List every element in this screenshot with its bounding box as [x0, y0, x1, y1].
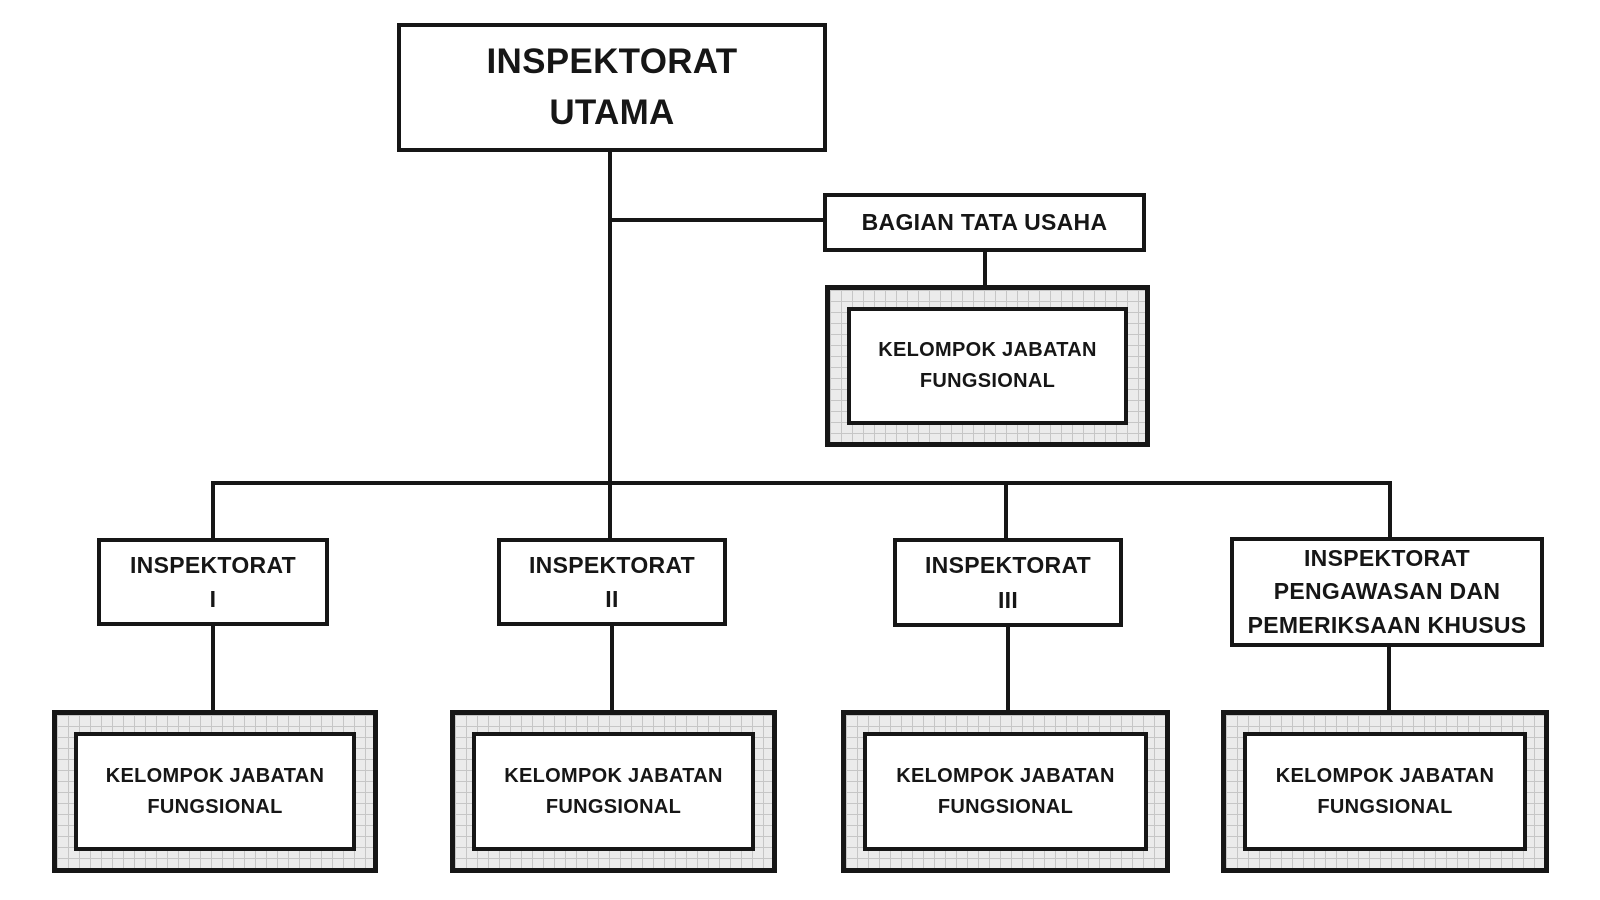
connector-rail-to-inspektorat-khusus	[1388, 481, 1392, 537]
node-kjf-inspektorat-3-label: KELOMPOK JABATAN FUNGSIONAL	[863, 732, 1148, 851]
node-inspektorat-1: INSPEKTORAT I	[97, 538, 329, 626]
node-kjf-inspektorat-2: KELOMPOK JABATAN FUNGSIONAL	[450, 710, 777, 873]
connector-inspektorat-khusus-to-kjf	[1387, 647, 1391, 710]
connector-inspektorat-2-to-kjf	[610, 626, 614, 710]
connector-rail-to-inspektorat-3	[1004, 481, 1008, 538]
connector-rail-to-inspektorat-1	[211, 481, 215, 538]
node-inspektorat-pengawasan-khusus: INSPEKTORAT PENGAWASAN DAN PEMERIKSAAN K…	[1230, 537, 1544, 647]
node-kjf-inspektorat-khusus-label: KELOMPOK JABATAN FUNGSIONAL	[1243, 732, 1527, 851]
node-kjf-inspektorat-1: KELOMPOK JABATAN FUNGSIONAL	[52, 710, 378, 873]
node-kjf-inspektorat-2-label: KELOMPOK JABATAN FUNGSIONAL	[472, 732, 755, 851]
node-inspektorat-3: INSPEKTORAT III	[893, 538, 1123, 627]
node-kjf-inspektorat-khusus: KELOMPOK JABATAN FUNGSIONAL	[1221, 710, 1549, 873]
connector-utama-to-rail	[608, 152, 612, 538]
connector-utama-to-tata-usaha	[608, 218, 825, 222]
node-inspektorat-2: INSPEKTORAT II	[497, 538, 727, 626]
connector-inspektorat-3-to-kjf	[1006, 627, 1010, 710]
node-kjf-tata-usaha-label: KELOMPOK JABATAN FUNGSIONAL	[847, 307, 1128, 425]
node-kjf-inspektorat-3: KELOMPOK JABATAN FUNGSIONAL	[841, 710, 1170, 873]
connector-inspektorat-1-to-kjf	[211, 626, 215, 710]
connector-horizontal-rail	[211, 481, 1392, 485]
connector-tata-usaha-to-kjf	[983, 252, 987, 285]
node-kjf-inspektorat-1-label: KELOMPOK JABATAN FUNGSIONAL	[74, 732, 356, 851]
node-inspektorat-utama: INSPEKTORAT UTAMA	[397, 23, 827, 152]
node-bagian-tata-usaha: BAGIAN TATA USAHA	[823, 193, 1146, 252]
node-kjf-tata-usaha: KELOMPOK JABATAN FUNGSIONAL	[825, 285, 1150, 447]
